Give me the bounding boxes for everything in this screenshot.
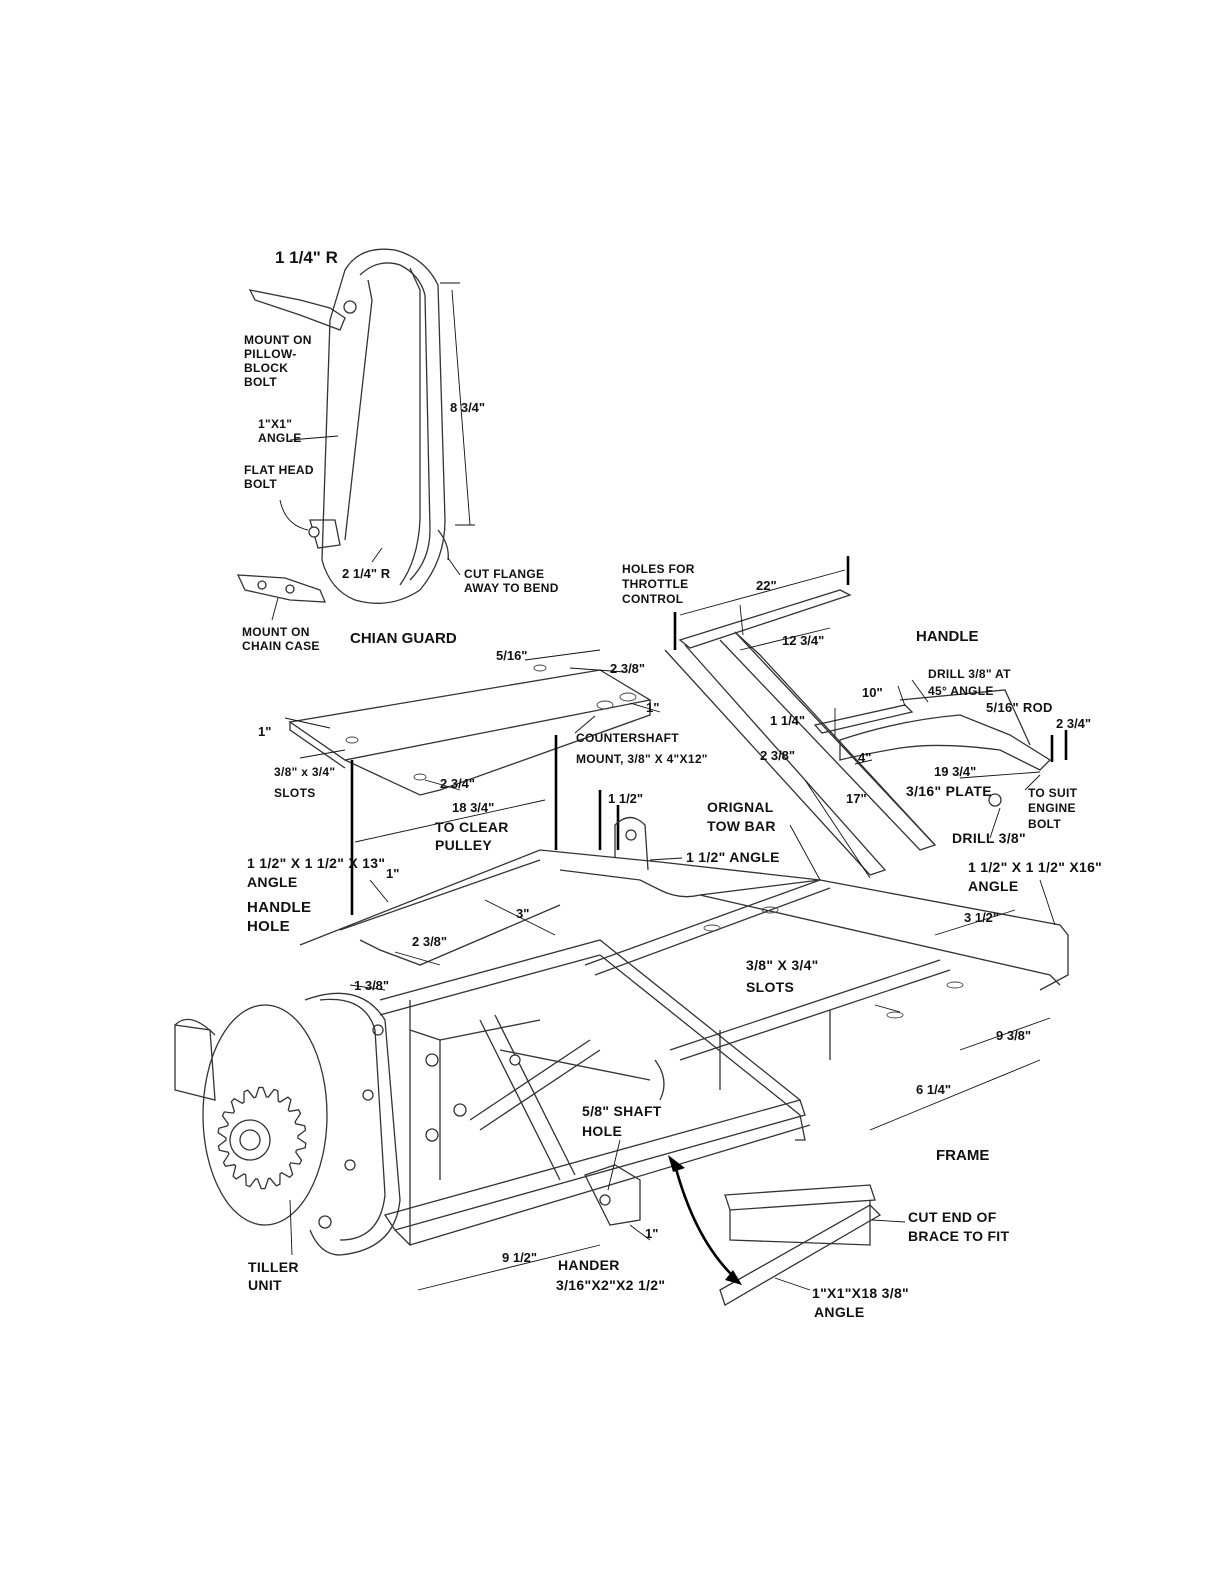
handle-drill-45-label: DRILL 3/8" AT 45° ANGLE	[928, 667, 1014, 698]
handle-dim-12-3-4: 12 3/4"	[782, 633, 824, 648]
frame-tow-bar-label: ORIGNAL TOW BAR	[707, 799, 778, 834]
handle-dim-4: 4"	[858, 750, 871, 765]
frame-angle-13-label: 1 1/2" X 1 1/2" X 13" ANGLE	[247, 855, 390, 890]
handle-title: HANDLE	[916, 628, 979, 645]
chain-guard-cut-flange-label: CUT FLANGE AWAY TO BEND	[464, 567, 559, 595]
handle-dim-17: 17"	[846, 791, 867, 806]
handle-throttle-holes-label: HOLES FOR THROTTLE CONTROL	[622, 562, 698, 606]
chain-guard-mount-chain-label: MOUNT ON CHAIN CASE	[242, 625, 320, 653]
frame-dim-1-3-8: 1 3/8"	[354, 978, 389, 993]
frame-hanger-label: HANDER 3/16"X2"X2 1/2"	[556, 1257, 665, 1293]
chain-guard-flat-head-label: FLAT HEAD BOLT	[244, 463, 317, 491]
clear-pulley-label: TO CLEAR PULLEY	[435, 819, 513, 853]
plate-dim-18-3-4: 18 3/4"	[452, 800, 494, 815]
chain-guard-title: CHIAN GUARD	[350, 630, 457, 647]
plate-dim-2-3-4: 2 3/4"	[440, 776, 475, 791]
handle-dim-1-1-4: 1 1/4"	[770, 713, 805, 728]
handle-rod-label: 5/16" ROD	[986, 700, 1053, 715]
frame-dim-3-1-2: 3 1/2"	[964, 910, 999, 925]
plate-dim-1: 1"	[646, 700, 659, 715]
frame-drawing	[174, 735, 1069, 1306]
handle-dim-2-3-8: 2 3/8"	[760, 748, 795, 763]
handle-drawing	[664, 556, 1068, 879]
handle-dim-19-3-4: 19 3/4"	[934, 764, 976, 779]
countershaft-mount-label: COUNTERSHAFT MOUNT, 3/8" X 4"X12"	[576, 731, 708, 766]
frame-dim-1-1-2: 1 1/2"	[608, 791, 643, 806]
handle-dim-10: 10"	[862, 685, 883, 700]
plate-slots-label: 3/8" x 3/4" SLOTS	[274, 765, 339, 800]
plate-dim-5-16: 5/16"	[496, 648, 527, 663]
frame-handle-hole-label: HANDLE HOLE	[247, 899, 316, 935]
handle-plate-label: 3/16" PLATE	[906, 783, 992, 799]
frame-angle-18-label: 1"X1"X18 3/8" ANGLE	[812, 1285, 913, 1320]
frame-dim-3: 3"	[516, 906, 529, 921]
chain-guard-radius-bottom: 2 1/4" R	[342, 566, 391, 581]
frame-dim-6-1-4: 6 1/4"	[916, 1082, 951, 1097]
frame-dim-9-1-2: 9 1/2"	[502, 1250, 537, 1265]
chain-guard-drawing	[236, 248, 475, 621]
frame-angle-16-label: 1 1/2" X 1 1/2" X16" ANGLE	[968, 859, 1106, 894]
plate-dim-left: 1"	[258, 724, 271, 739]
frame-cut-end-label: CUT END OF BRACE TO FIT	[908, 1209, 1009, 1244]
frame-title: FRAME	[936, 1147, 989, 1164]
frame-dim-9-3-8: 9 3/8"	[996, 1028, 1031, 1043]
chain-guard-angle-label: 1"X1" ANGLE	[258, 417, 302, 445]
chain-guard-mount-pillow-label: MOUNT ON PILLOW- BLOCK BOLT	[244, 333, 315, 389]
frame-shaft-hole-label: 5/8" SHAFT HOLE	[582, 1103, 666, 1139]
frame-dim-2-3-8: 2 3/8"	[412, 934, 447, 949]
frame-angle-label: 1 1/2" ANGLE	[686, 849, 780, 865]
frame-dim-1: 1"	[386, 866, 399, 881]
chain-guard-radius-top: 1 1/4" R	[275, 248, 338, 267]
handle-dim-22: 22"	[756, 578, 777, 593]
frame-dim-small: 1"	[645, 1226, 658, 1241]
handle-drill-label: DRILL 3/8"	[952, 830, 1026, 846]
tiller-unit-label: TILLER UNIT	[248, 1259, 303, 1293]
handle-dim-2-3-4: 2 3/4"	[1056, 716, 1091, 731]
countershaft-plate-drawing	[284, 649, 661, 843]
handle-engine-bolt-label: TO SUIT ENGINE BOLT	[1028, 786, 1081, 831]
chain-guard-length: 8 3/4"	[450, 400, 485, 415]
frame-slots-label: 3/8" X 3/4" SLOTS	[746, 957, 823, 995]
plate-dim-2-3-8: 2 3/8"	[610, 661, 645, 676]
